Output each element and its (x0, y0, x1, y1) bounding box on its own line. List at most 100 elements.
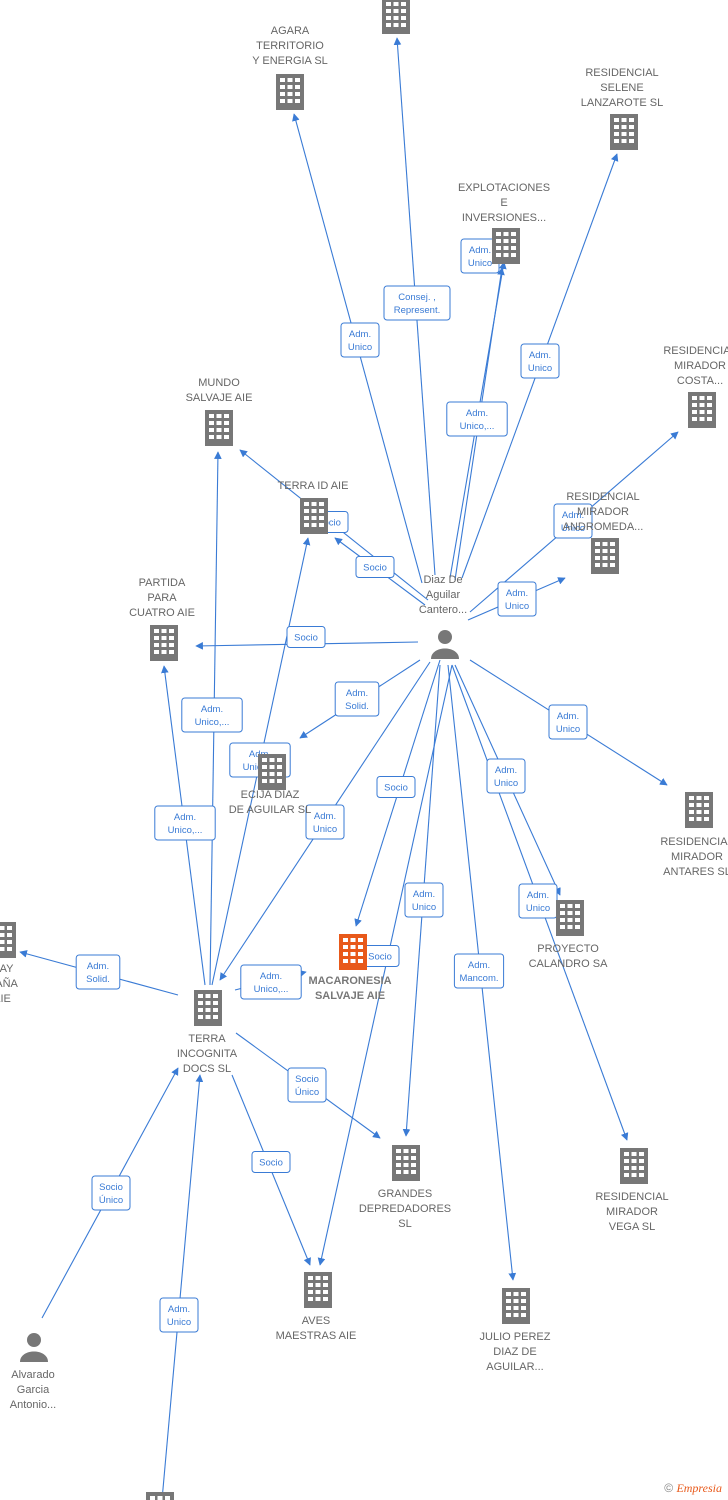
edge-label-text: Unico (505, 601, 529, 612)
edge-label-text: Solid. (86, 974, 110, 985)
edge-label[interactable]: Socio (286, 626, 326, 648)
node-label: SALVAJE AIE (315, 990, 385, 1002)
node-label: RESIDENCIAL (585, 67, 658, 79)
node-label: RESIDENCIAL (660, 836, 728, 848)
edge-label-box (355, 556, 395, 578)
building-icon (258, 754, 286, 790)
edge-label-text: Adm. (201, 704, 223, 715)
edge-label[interactable]: Adm.Unico (518, 883, 558, 919)
edge-label-text: Unico (468, 258, 492, 269)
edge-label[interactable]: Adm.Unico,... (181, 697, 243, 733)
node-bottom[interactable] (146, 1492, 174, 1500)
building-icon (304, 1272, 332, 1308)
node-label: CALANDRO SA (529, 958, 609, 970)
edge-label[interactable]: Adm.Unico (548, 704, 588, 740)
building-icon (205, 410, 233, 446)
edge-label-text: Unico (526, 903, 550, 914)
edge-label-box (91, 1175, 131, 1211)
building-icon (392, 1145, 420, 1181)
building-icon (382, 0, 410, 34)
node-label: LANZAROTE SL (581, 97, 664, 109)
edge-label[interactable]: Adm.Mancom. (453, 953, 505, 989)
node-costa[interactable]: RESIDENCIALMIRADORCOSTA... (663, 345, 728, 428)
edge-label-box (453, 953, 505, 989)
node-label: TERRA ID AIE (278, 480, 349, 492)
node-alvarado[interactable]: AlvaradoGarciaAntonio... (10, 1333, 56, 1411)
building-icon (150, 625, 178, 661)
building-icon (339, 934, 367, 970)
edge-label[interactable]: Adm.Unico (340, 322, 380, 358)
edge-label[interactable]: Adm.Unico (486, 758, 526, 794)
edge-label[interactable]: Adm.Solid. (334, 681, 380, 717)
edge-label[interactable]: Adm.Unico,... (240, 964, 302, 1000)
brand-name: Empresia (676, 1481, 722, 1495)
node-label: MIRADOR (577, 506, 629, 518)
edge-label[interactable]: Socio (251, 1151, 291, 1173)
brand-watermark: © Empresia (664, 1481, 722, 1496)
edge-label[interactable]: Socio (355, 556, 395, 578)
edge-label-text: Unico (528, 363, 552, 374)
edge-label[interactable]: Adm.Unico,... (154, 805, 216, 841)
node-label: VEGA SL (609, 1221, 655, 1233)
edge-label-text: Unico (313, 824, 337, 835)
edge-label[interactable]: Adm.Unico (404, 882, 444, 918)
node-explot[interactable]: EXPLOTACIONESEINVERSIONES... (458, 182, 550, 264)
node-top[interactable] (382, 0, 410, 34)
node-label: ...AÑA (0, 977, 19, 990)
edge-label-box (287, 1067, 327, 1103)
edge-label[interactable]: Socio (376, 776, 416, 798)
node-label: AIE (0, 993, 11, 1005)
edge-label-text: Único (99, 1195, 123, 1206)
edge-label[interactable]: Adm.Solid. (75, 954, 121, 990)
edge-label-text: Consej. , (398, 292, 436, 303)
edge-label[interactable]: Adm.Unico (159, 1297, 199, 1333)
node-diaz[interactable]: Diaz DeAguilarCantero... (419, 574, 467, 659)
edge-label[interactable]: Adm.Unico (497, 581, 537, 617)
node-label: Antonio... (10, 1399, 56, 1411)
node-andromeda[interactable]: RESIDENCIALMIRADORANDROMEDA... (563, 491, 644, 574)
edge-label-text: Represent. (394, 305, 440, 316)
edge-label-box (251, 1151, 291, 1173)
node-label: GRANDES (378, 1188, 432, 1200)
building-icon (620, 1148, 648, 1184)
edge-label[interactable]: Adm.Unico (460, 238, 500, 274)
edge-bottom-to-terraincognita (161, 1074, 204, 1500)
edge-label-text: Socio (295, 1074, 319, 1085)
node-label: DEPREDADORES (359, 1203, 451, 1215)
node-terraid[interactable]: TERRA ID AIE (278, 480, 349, 534)
node-label: AVES (302, 1315, 331, 1327)
node-label: MACARONESIA (308, 975, 391, 987)
edge-labels-layer: Consej. ,Represent.Adm.UnicoAdm.UnicoAdm… (75, 238, 593, 1333)
edge-label-box (404, 882, 444, 918)
node-macaronesia[interactable]: MACARONESIA SALVAJE AIE (308, 934, 392, 1002)
edge-label-text: Adm. (413, 889, 435, 900)
node-label: Garcia (17, 1384, 50, 1396)
edge-label[interactable]: Consej. , Represent. (383, 285, 451, 321)
node-label: RESIDENCIAL (663, 345, 728, 357)
node-label: DE AGUILAR SL (229, 804, 312, 816)
node-espana[interactable]: ...AY...AÑAAIE (0, 922, 19, 1005)
edge-label-text: Único (295, 1087, 319, 1098)
edge-label-text: Adm. (562, 510, 584, 521)
building-icon (556, 900, 584, 936)
edge-label[interactable]: Adm.Unico,... (446, 401, 508, 437)
node-label: SALVAJE AIE (186, 392, 253, 404)
edge-label[interactable]: Adm.Unico (305, 804, 345, 840)
edge-label[interactable]: Adm.Unico (553, 503, 593, 539)
edge-label[interactable]: Adm.Unico (520, 343, 560, 379)
